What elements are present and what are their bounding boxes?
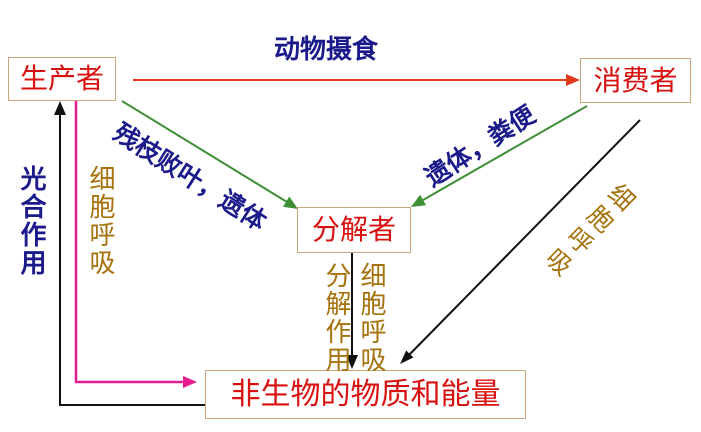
photosynthesis-arrowhead [54,101,66,115]
decomposer-label: 分解者 [311,213,396,246]
consumer-respiration-arrow-line [408,119,641,356]
feeding-arrowhead [566,74,580,86]
abiotic-node: 非生物的物质和能量 [205,370,526,419]
producer-respiration-label: 细胞呼吸 [85,165,115,277]
abiotic-label: 非生物的物质和能量 [230,376,501,412]
consumer-respiration-arrow [400,119,641,364]
decomposer-respiration-label: 细胞呼吸 [356,262,386,374]
photosynthesis-arrow-line [59,114,205,406]
producer-label: 生产者 [19,62,104,95]
decomposer-node: 分解者 [297,207,411,253]
consumer-remains-arrow-line [422,105,588,201]
consumer-node: 消费者 [580,58,691,103]
producer-litter-arrowhead [282,196,298,209]
photosynthesis-label: 光合作用 [16,165,46,277]
decomposition-arrow [346,253,358,369]
decomposition-arrowhead [346,355,358,369]
producer-respiration-arrow [74,101,197,388]
producer-respiration-arrowhead [183,376,197,388]
consumer-label: 消费者 [593,63,678,97]
consumer-remains-arrow [411,105,588,207]
producer-node: 生产者 [8,57,116,101]
consumer-remains-arrowhead [411,194,427,207]
decomposition-label: 分解作用 [321,262,351,374]
consumer-respiration-arrowhead [400,350,414,364]
feeding-arrow [133,74,580,86]
producer-litter-arrow-line [121,100,288,203]
producer-litter-arrow [121,100,298,209]
feeding-label: 动物摄食 [273,35,379,65]
photosynthesis-arrow [54,101,205,406]
producer-respiration-arrow-line [74,101,184,384]
